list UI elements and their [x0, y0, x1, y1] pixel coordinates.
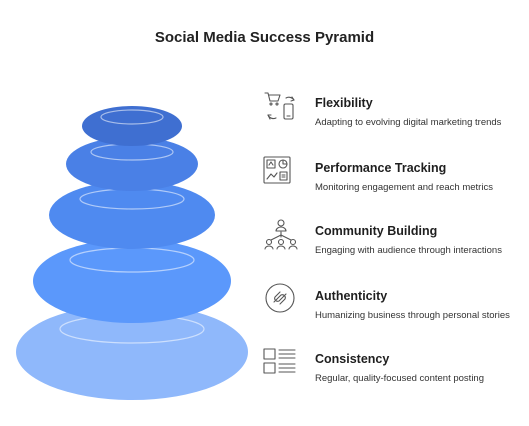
tier-authenticity-shape [33, 239, 231, 323]
item-label: Community Building [315, 224, 438, 238]
content-list-icon [263, 348, 296, 374]
item-performance-tracking: Performance Tracking Monitoring engageme… [262, 155, 522, 215]
item-consistency: Consistency Regular, quality-focused con… [262, 346, 522, 406]
item-label: Flexibility [315, 96, 373, 110]
item-description: Humanizing business through personal sto… [315, 310, 510, 321]
people-network-icon [264, 219, 298, 250]
item-label: Authenticity [315, 289, 388, 303]
tier-consistency-shape [16, 304, 248, 400]
tier-performance-shape [66, 137, 198, 191]
item-flexibility: Flexibility Adapting to evolving digital… [262, 90, 522, 150]
link-circle-icon [265, 283, 295, 313]
item-description: Regular, quality-focused content posting [315, 373, 484, 384]
item-description: Adapting to evolving digital marketing t… [315, 117, 502, 128]
item-label: Performance Tracking [315, 161, 447, 175]
item-label: Consistency [315, 352, 390, 366]
tier-community-shape [49, 181, 215, 249]
tier-flexibility-shape [82, 106, 182, 146]
pyramid-tier-community-building [49, 181, 215, 249]
item-description: Engaging with audience through interacti… [315, 245, 502, 256]
pyramid-tier-flexibility [82, 106, 182, 146]
cart-phone-exchange-icon [264, 92, 295, 120]
dashboard-chart-icon [263, 156, 291, 184]
pyramid-tier-authenticity [33, 239, 231, 323]
diagram-title: Social Media Success Pyramid [154, 29, 375, 46]
tier-flexibility-ring [100, 109, 164, 125]
item-authenticity: Authenticity Humanizing business through… [262, 283, 522, 343]
item-community-building: Community Building Engaging with audienc… [262, 218, 522, 278]
item-description: Monitoring engagement and reach metrics [315, 182, 493, 193]
